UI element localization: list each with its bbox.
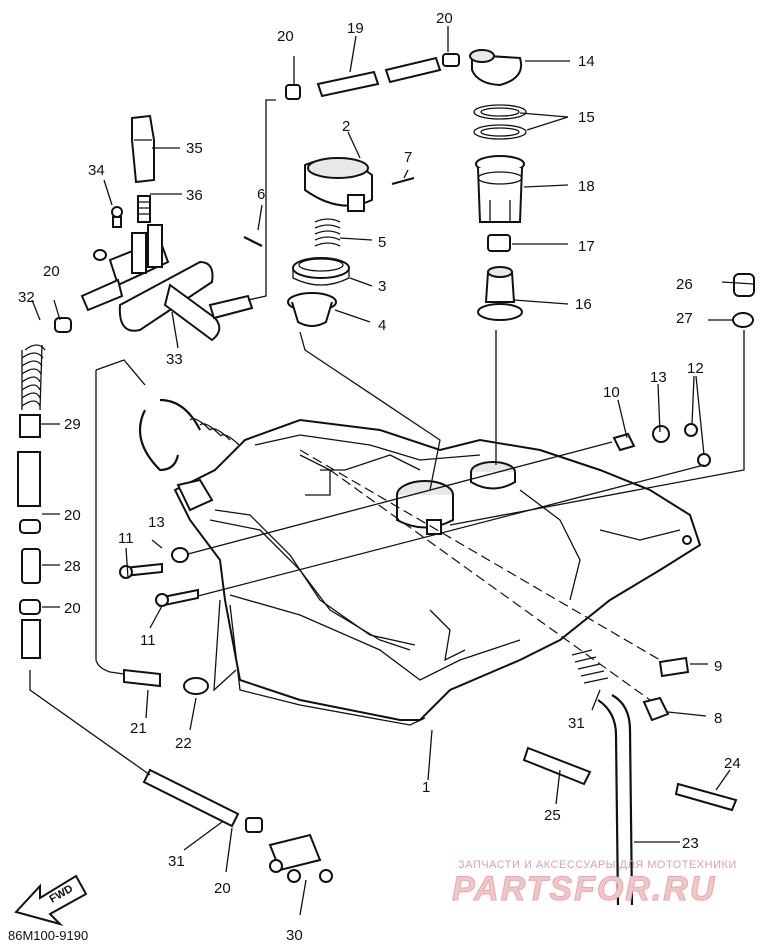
watermark-caption: ЗАПЧАСТИ И АКСЕССУАРЫ ДЛЯ МОТОТЕХНИКИ [458,859,737,871]
part-labels: 1 2 3 4 5 6 7 8 9 10 11 11 12 13 13 14 1… [18,10,741,944]
label-28: 28 [64,558,81,575]
label-11-lower: 11 [140,632,156,649]
label-29: 29 [64,416,81,433]
label-7: 7 [404,149,412,166]
label-32: 32 [18,289,35,306]
diagram-code: 86M100-9190 [8,928,88,943]
label-6: 6 [257,186,265,203]
label-14: 14 [578,53,595,70]
label-5: 5 [378,234,386,251]
small-hardware [119,273,755,722]
label-36: 36 [186,187,203,204]
label-30: 30 [286,927,303,944]
label-1: 1 [422,779,430,796]
label-4: 4 [378,317,386,334]
label-8: 8 [714,710,722,727]
fuel-tank [173,418,702,726]
label-20-top-right: 20 [436,10,453,27]
label-20-cock: 20 [43,263,60,280]
label-17: 17 [578,238,595,255]
label-15: 15 [578,109,595,126]
label-23: 23 [682,835,699,852]
label-26: 26 [676,276,693,293]
label-24: 24 [724,755,741,772]
label-20-mid: 20 [64,507,81,524]
label-20-low: 20 [64,600,81,617]
label-31-right: 31 [568,715,585,732]
label-34: 34 [88,162,105,179]
label-11-upper: 11 [118,530,134,547]
fuel-pump-parts [469,49,527,321]
label-27: 27 [676,310,693,327]
fuel-cock-assembly [80,114,254,342]
label-2: 2 [342,118,350,135]
label-18: 18 [578,178,595,195]
label-22: 22 [175,735,192,752]
label-20-bottom: 20 [214,880,231,897]
label-19: 19 [347,20,364,37]
filler-cap-parts [243,157,415,327]
label-16: 16 [575,296,592,313]
label-3: 3 [378,278,386,295]
label-13-right: 13 [650,369,667,386]
label-13-left: 13 [148,514,165,531]
label-25: 25 [544,807,561,824]
label-12: 12 [687,360,704,377]
label-10: 10 [603,384,620,401]
hoses-and-clamps [17,53,738,906]
label-20-top-left: 20 [277,28,294,45]
forward-arrow: FWD [14,874,88,926]
leader-lines [29,26,755,916]
label-31-bottom: 31 [168,853,185,870]
label-21: 21 [130,720,147,737]
watermark-brand: PARTSFOR.RU [452,870,716,908]
label-35: 35 [186,140,203,157]
label-33: 33 [166,351,183,368]
label-9: 9 [714,658,722,675]
